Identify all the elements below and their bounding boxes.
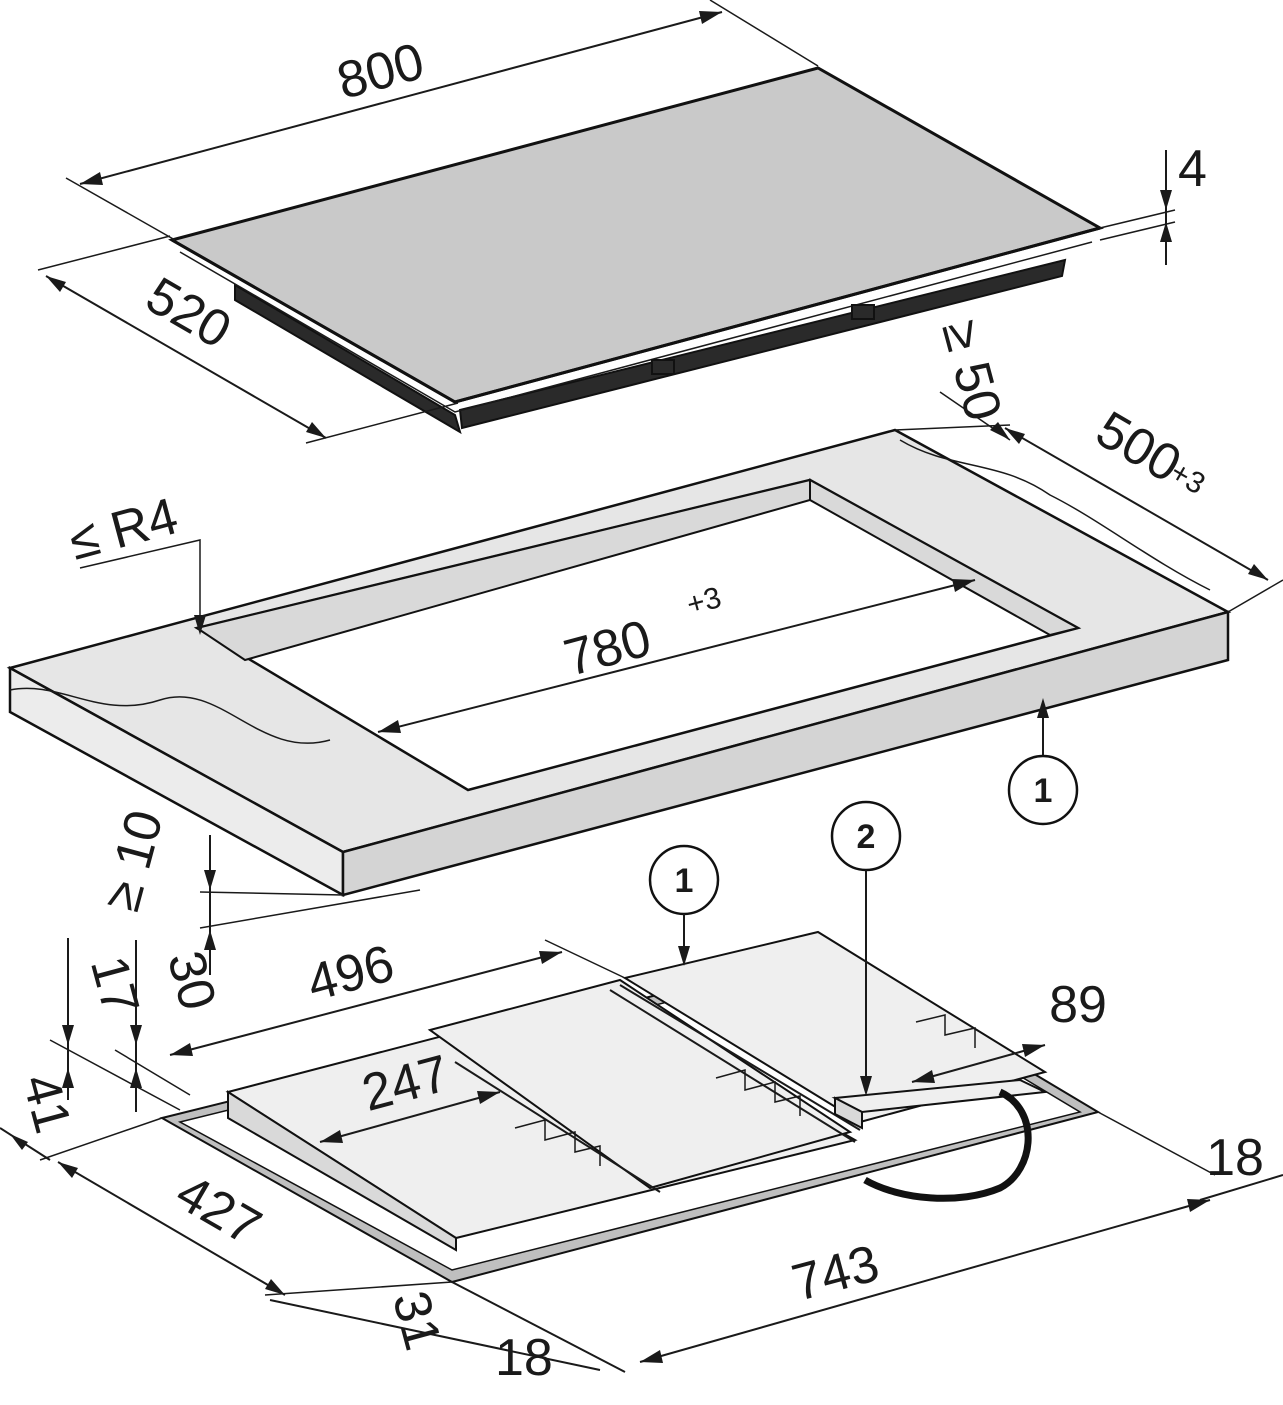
dim-247: 247: [319, 1044, 501, 1143]
dim-r4-label: ≤ R4: [63, 487, 184, 571]
dim-17-30: 17 30: [49, 938, 227, 1112]
callout-worktop-1-label: 1: [1034, 772, 1053, 810]
dim-17-label: 17: [79, 950, 150, 1021]
callout-unit-1-label: 1: [675, 862, 694, 900]
dim-800: 800: [65, 0, 819, 241]
worktop: [6, 428, 1232, 898]
dim-743-label: 743: [786, 1234, 885, 1312]
cutout-inner-right: [809, 478, 1081, 637]
dim-min-50: ≥ 50: [930, 314, 1012, 441]
connector-detail-2: [851, 304, 875, 320]
unit-panel-mid: [427, 978, 853, 1190]
dim-min-50-label: ≥ 50: [930, 314, 1012, 426]
dim-89-label: 89: [1049, 976, 1107, 1034]
callout-unit-1: 1: [648, 844, 720, 966]
dim-min-10-label: ≥ 10: [93, 804, 175, 916]
power-cable: [863, 1088, 1032, 1202]
hob-housing-left: [234, 283, 462, 435]
worktop-front: [341, 610, 1230, 897]
dim-496-label: 496: [301, 934, 400, 1012]
dim-18-front-label: 18: [495, 1329, 553, 1387]
callout-unit-2-label: 2: [857, 818, 876, 856]
connector-detail-1: [651, 359, 675, 375]
hob-unit: [159, 930, 1101, 1284]
dim-18-right-label: 18: [1206, 1129, 1264, 1187]
dim-min-10: ≥ 10: [93, 804, 421, 975]
dim-4: 4: [1099, 140, 1207, 265]
callout-unit-2: 2: [830, 800, 902, 1096]
callout-worktop-1: 1: [1007, 698, 1079, 826]
dim-41-label: 41: [11, 1068, 82, 1139]
dim-89: 89: [911, 976, 1107, 1083]
dim-427-label: 427: [166, 1163, 270, 1257]
dim-30-label: 30: [156, 945, 227, 1016]
dim-4-label: 4: [1178, 140, 1207, 198]
dim-31-label: 31: [381, 1285, 452, 1356]
dim-18-front: 18: [451, 1281, 626, 1387]
dim-520-label: 520: [136, 266, 240, 360]
dim-41: 41: [0, 1068, 82, 1161]
dim-18-right: 18: [1199, 1129, 1283, 1201]
dim-r4: ≤ R4: [63, 487, 206, 635]
dim-800-label: 800: [331, 32, 430, 110]
